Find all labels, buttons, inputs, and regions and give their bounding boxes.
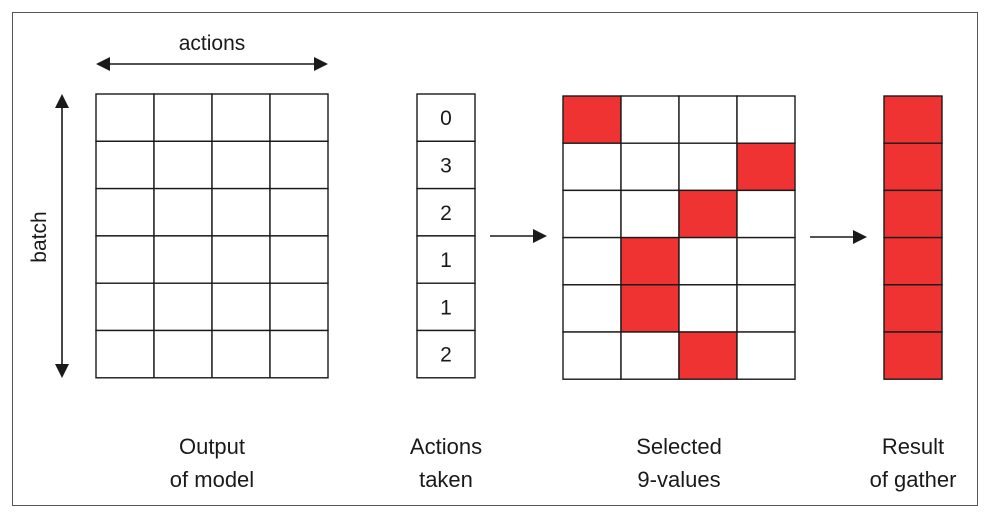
unselected-cell xyxy=(562,284,622,333)
action-cell xyxy=(416,93,476,142)
output-cell xyxy=(269,235,329,284)
arrow-actions-to-selected xyxy=(490,229,547,243)
result-cell xyxy=(883,142,943,192)
output-cell xyxy=(153,235,213,284)
unselected-cell xyxy=(736,236,796,286)
output-cell xyxy=(269,329,329,379)
output-cell xyxy=(153,187,213,237)
action-cell xyxy=(416,187,476,237)
selected-cell xyxy=(620,284,680,333)
output-cell xyxy=(269,187,329,237)
result-cell xyxy=(883,331,943,380)
unselected-cell xyxy=(620,142,680,192)
unselected-cell xyxy=(736,284,796,333)
action-value: 1 xyxy=(440,249,452,272)
unselected-cell xyxy=(562,331,622,380)
unselected-cell xyxy=(736,189,796,239)
unselected-cell xyxy=(620,95,680,144)
unselected-cell xyxy=(678,142,738,192)
unselected-cell xyxy=(562,142,622,192)
diagram-frame xyxy=(12,12,978,506)
batch-axis-label: batch xyxy=(28,211,51,262)
action-cell xyxy=(416,329,476,379)
unselected-cell xyxy=(736,331,796,380)
actions-arrow xyxy=(96,57,328,71)
output-cell xyxy=(95,187,155,237)
selected-cell xyxy=(736,142,796,192)
actions-taken-column: 0 3 2 1 1 2 xyxy=(416,93,476,379)
output-cell xyxy=(153,140,213,190)
result-cell xyxy=(883,236,943,286)
unselected-cell xyxy=(620,331,680,380)
caption-actions-line1: Actions xyxy=(410,434,482,459)
output-cell xyxy=(269,93,329,142)
caption-output-line1: Output xyxy=(179,434,245,459)
output-cell xyxy=(95,282,155,332)
output-of-model-grid xyxy=(95,93,329,379)
action-cell xyxy=(416,140,476,190)
unselected-cell xyxy=(562,236,622,286)
result-cell xyxy=(883,189,943,239)
result-cell xyxy=(883,95,943,144)
selected-values-grid xyxy=(562,95,796,380)
output-cell xyxy=(153,93,213,142)
caption-result-line1: Result xyxy=(882,434,944,459)
selected-cell xyxy=(678,189,738,239)
arrow-selected-to-result xyxy=(810,230,867,244)
unselected-cell xyxy=(678,95,738,144)
caption-selected-line1: Selected xyxy=(636,434,722,459)
result-cell xyxy=(883,284,943,333)
output-cell xyxy=(211,93,271,142)
unselected-cell xyxy=(678,236,738,286)
selected-cell xyxy=(620,236,680,286)
output-cell xyxy=(95,140,155,190)
unselected-cell xyxy=(562,189,622,239)
output-cell xyxy=(211,187,271,237)
output-cell xyxy=(211,140,271,190)
output-cell xyxy=(95,329,155,379)
caption-output-line2: of model xyxy=(170,467,254,492)
actions-axis-label: actions xyxy=(179,32,246,55)
unselected-cell xyxy=(620,189,680,239)
output-cell xyxy=(211,235,271,284)
action-value: 3 xyxy=(440,154,452,177)
caption-selected-line2: 9-values xyxy=(637,467,720,492)
output-cell xyxy=(269,140,329,190)
output-cell xyxy=(153,282,213,332)
caption-actions-line2: taken xyxy=(419,467,473,492)
output-cell xyxy=(95,235,155,284)
selected-cell xyxy=(562,95,622,144)
output-cell xyxy=(153,329,213,379)
selected-cell xyxy=(678,331,738,380)
caption-result-line2: of gather xyxy=(870,467,957,492)
unselected-cell xyxy=(678,284,738,333)
output-cell xyxy=(95,93,155,142)
output-cell xyxy=(269,282,329,332)
output-cell xyxy=(211,282,271,332)
batch-arrow xyxy=(55,94,69,378)
action-value: 0 xyxy=(440,107,452,130)
action-value: 1 xyxy=(440,296,452,319)
result-of-gather-column xyxy=(883,95,943,380)
unselected-cell xyxy=(736,95,796,144)
action-value: 2 xyxy=(440,344,452,367)
action-value: 2 xyxy=(440,202,452,225)
action-cell xyxy=(416,235,476,284)
output-cell xyxy=(211,329,271,379)
